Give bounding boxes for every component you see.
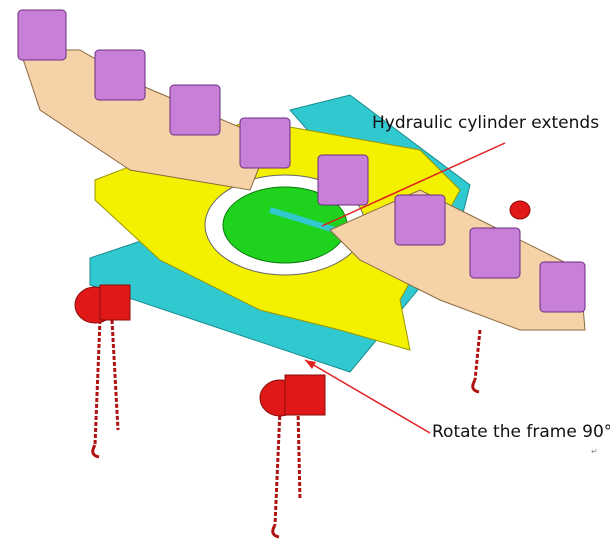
hydraulic-arrow [321,142,506,227]
purple-clamps [17,9,586,313]
hydraulic-label: Hydraulic cylinder extends [372,113,600,133]
electric-hoists [74,200,531,417]
rotate-arrow [304,359,431,434]
rotate-label: Rotate the frame 90° [432,422,610,442]
arrowhead-icon [305,360,316,369]
hydraulic-cylinder [269,207,336,233]
paragraph-mark: ↵ [591,447,598,456]
hook-icons [91,379,480,539]
hoist-chains [93,319,482,526]
right-arm [329,189,586,331]
